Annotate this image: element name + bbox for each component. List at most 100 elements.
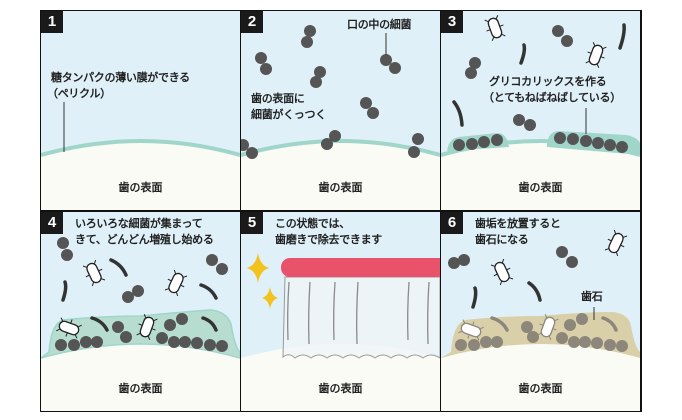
bristle-strand (333, 281, 336, 341)
coccus-bacterium (164, 319, 176, 331)
coccus-bacterium (176, 313, 188, 325)
coccus-bacterium (455, 339, 467, 351)
bacillus-bacterium (604, 229, 628, 257)
coccus-bacterium (480, 336, 492, 348)
rod-bacterium (471, 286, 478, 309)
coccus-bacterium (592, 137, 604, 149)
rod-bacterium (519, 43, 527, 65)
caption-line-2: （ペリクル） (47, 87, 111, 100)
step-number: 6 (441, 212, 463, 234)
bacillus-bacterium (585, 42, 607, 68)
coccus-bacterium (552, 25, 564, 37)
rod-bacterium (90, 316, 109, 332)
bristle-strand (356, 281, 359, 345)
bacillus-bacterium (164, 269, 188, 297)
coccus-bacterium (156, 332, 168, 344)
bacillus-bacterium (490, 258, 514, 286)
coccus-bacterium (329, 130, 341, 142)
coccus-bacterium (91, 336, 103, 348)
caption-line-1: 歯垢を放置すると (475, 217, 561, 230)
coccus-bacterium (469, 57, 481, 69)
coccus-bacterium (255, 52, 267, 64)
mouth-bacteria-label: 口の中の細菌 (347, 18, 412, 31)
coccus-bacterium (80, 336, 92, 348)
coccus-bacterium (465, 67, 477, 79)
toothbrush-head (281, 258, 440, 277)
bristle-strand (427, 281, 430, 345)
coccus-bacterium (466, 138, 478, 150)
coccus-bacterium (304, 25, 316, 37)
coccus-bacterium (314, 66, 326, 78)
step-number: 5 (241, 212, 263, 234)
tooth-surface-label: 歯の表面 (518, 181, 563, 194)
coccus-bacterium (112, 321, 124, 333)
coccus-bacterium (57, 237, 69, 249)
coccus-bacterium (310, 76, 322, 88)
panel-1-illustration (41, 102, 240, 210)
coccus-bacterium (380, 54, 392, 66)
sparkle-icon (246, 253, 270, 283)
coccus-bacterium (591, 337, 603, 349)
rod-bacterium (490, 316, 509, 332)
coccus-bacterium (579, 336, 591, 348)
coccus-bacterium (491, 134, 503, 146)
coccus-bacterium (566, 256, 578, 268)
tooth-surface (441, 344, 640, 411)
coccus-bacterium (260, 63, 272, 75)
caption-line-2: 細菌がくっつく (251, 108, 326, 121)
coccus-bacterium (246, 147, 258, 159)
bacillus-bacterium (82, 259, 106, 287)
coccus-bacterium (120, 331, 132, 343)
coccus-bacterium (301, 36, 313, 48)
panel-2-bacteria-attach: 2 口の中の細菌 歯の表面に 細菌がくっつく 歯の表面 (241, 11, 440, 210)
coccus-bacterium (360, 97, 372, 109)
coccus-bacterium (561, 35, 573, 47)
step-number: 4 (41, 212, 63, 234)
panel-1-pellicle: 1 糖タンパクの薄い膜ができる （ペリクル） 歯の表面 (41, 11, 240, 210)
coccus-bacterium (408, 146, 420, 158)
panel-4-illustration (41, 237, 240, 411)
coccus-bacterium (216, 340, 228, 352)
coccus-bacterium (468, 339, 480, 351)
coccus-bacterium (478, 136, 490, 148)
coccus-bacterium (567, 133, 579, 145)
coccus-bacterium (556, 246, 568, 258)
tooth-surface-label: 歯の表面 (118, 181, 163, 194)
bristle-strand (308, 281, 311, 345)
coccus-bacterium (122, 291, 134, 303)
coccus-bacterium (204, 339, 216, 351)
bacillus-bacterium (136, 314, 158, 340)
panel-4-plaque-growth: 4 いろいろな細菌が集まって きて、どんどん増殖し始める 歯の表面 (41, 212, 240, 411)
step-number: 3 (441, 11, 463, 33)
coccus-bacterium (168, 336, 180, 348)
coccus-bacterium (389, 62, 401, 74)
panel-2-illustration (241, 25, 440, 210)
tooth-surface (241, 143, 440, 210)
step-number: 1 (41, 11, 63, 33)
coccus-bacterium (448, 257, 460, 269)
tooth-surface (441, 143, 640, 210)
panel-5-illustration (241, 253, 440, 411)
rod-bacterium (618, 23, 626, 50)
tooth-surface (41, 344, 240, 411)
coccus-bacterium (491, 336, 503, 348)
coccus-bacterium (604, 339, 616, 351)
coccus-bacterium (527, 331, 539, 343)
coccus-bacterium (61, 249, 73, 261)
bacillus-bacterium (458, 319, 484, 341)
caption-line-1: いろいろな細菌が集まって (75, 217, 203, 230)
coccus-bacterium (576, 313, 588, 325)
coccus-bacterium (580, 135, 592, 147)
coccus-bacterium (521, 321, 533, 333)
rod-bacterium (109, 258, 128, 277)
coccus-bacterium (616, 141, 628, 153)
coccus-bacterium (55, 339, 67, 351)
caption-line-2: （とてもねばねばしている） (483, 91, 621, 104)
diagram-frame: 1 糖タンパクの薄い膜ができる （ペリクル） 歯の表面 2 口の中の細菌 歯の表… (40, 10, 642, 412)
coccus-bacterium (458, 254, 470, 266)
tooth-surface-label: 歯の表面 (318, 181, 363, 194)
coccus-bacterium (206, 254, 218, 266)
coccus-bacterium (68, 339, 80, 351)
caption-line-1: この状態では、 (275, 217, 350, 230)
rod-bacterium (601, 316, 618, 332)
